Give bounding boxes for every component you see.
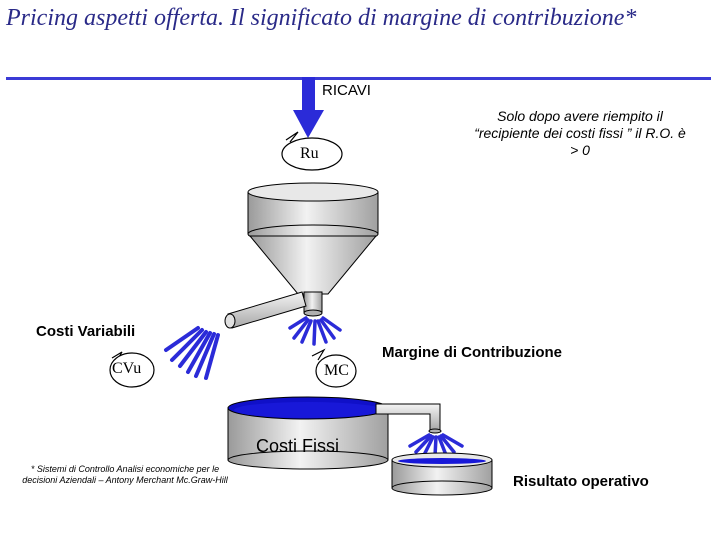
title-divider <box>6 77 711 80</box>
ricavi-arrow <box>293 77 324 138</box>
fill-condition-note: Solo dopo avere riempito il “recipiente … <box>474 108 686 158</box>
ru-bubble-shape <box>281 137 343 171</box>
variable-cost-flow <box>164 326 220 380</box>
fixed-cost-tank <box>227 396 389 470</box>
mc-label: MC <box>324 362 349 379</box>
margine-label: Margine di Contribuzione <box>382 344 562 361</box>
risultato-label: Risultato operativo <box>513 473 649 490</box>
mc-bubble <box>315 354 357 388</box>
cvu-bubble <box>109 352 155 388</box>
costi-fissi-label: Costi Fissi <box>256 436 340 456</box>
operating-result-tray <box>391 452 493 496</box>
operating-result-flow <box>408 433 464 458</box>
page-title: Pricing aspetti offerta. Il significato … <box>6 5 637 31</box>
cvu-label: CVu <box>112 360 142 377</box>
mc-bubble-tail <box>311 348 326 361</box>
revenue-tank <box>247 182 379 317</box>
overflow-pipe <box>375 403 442 434</box>
ru-bubble <box>285 131 299 143</box>
margin-flow <box>288 316 342 346</box>
costi-variabili-label: Costi Variabili <box>36 323 136 340</box>
ricavi-label: RICAVI <box>322 82 371 99</box>
variable-cost-pipe <box>224 291 307 329</box>
ru-label: Ru <box>300 145 319 162</box>
source-footnote: * Sistemi di Controllo Analisi economich… <box>22 464 228 485</box>
